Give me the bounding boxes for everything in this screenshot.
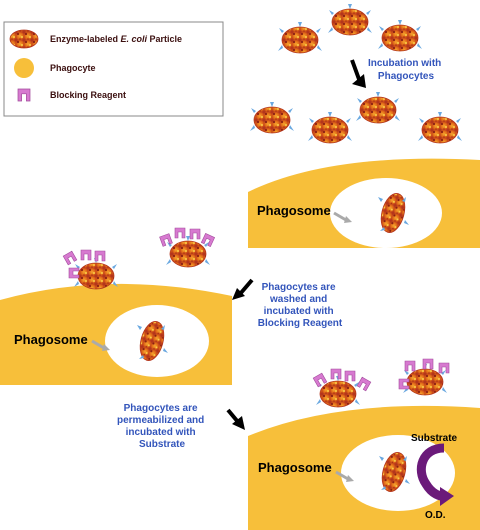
legend-particle-icon [9, 29, 39, 49]
step1-label: Incubation with Phagocytes [368, 58, 444, 82]
blocked-particles-2 [62, 227, 215, 290]
phagosome-label-3: Phagosome [258, 460, 332, 475]
step3-label: Phagocytes are permeabilized and incubat… [117, 403, 207, 450]
step2-arrow [232, 278, 254, 300]
legend-phagocyte-label: Phagocyte [50, 63, 96, 73]
phagosome-label-2: Phagosome [14, 332, 88, 347]
od-label: O.D. [425, 510, 446, 521]
phagocyte-panel-3: Phagosome Substrate O.D. [248, 358, 480, 530]
step2-label: Phagocytes are washed and incubated with… [258, 282, 343, 329]
substrate-od-arrow [417, 443, 454, 506]
phagocyte-panel-1: Phagosome [248, 91, 480, 248]
surface-particles-1 [249, 91, 463, 144]
step1-arrow [350, 59, 366, 88]
phagosome-label-1: Phagosome [257, 203, 331, 218]
legend-box: Enzyme-labeled E. coli Particle Phagocyt… [3, 21, 224, 117]
blocked-particles-3 [312, 358, 450, 408]
phagocyte-panel-2: Phagosome [0, 227, 232, 385]
legend-particle-label: Enzyme-labeled E. coli Particle [50, 34, 182, 44]
substrate-label: Substrate [411, 433, 458, 444]
free-particles-top [277, 3, 423, 54]
legend-blocking-label: Blocking Reagent [50, 90, 126, 100]
legend-phagocyte-icon [14, 58, 34, 78]
step3-arrow [226, 408, 245, 430]
